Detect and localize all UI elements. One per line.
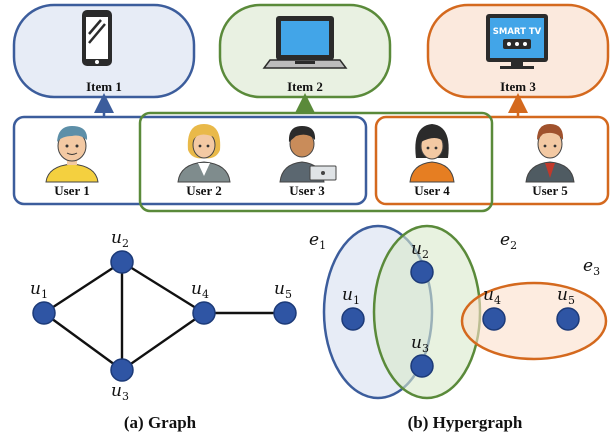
hypergraph-node-u1 [341,307,365,331]
smartphone-icon [82,10,112,66]
hypergraph-node-u3 [410,354,434,378]
user-2-label: User 2 [186,183,222,198]
graph-node-u3 [110,358,134,382]
graph-label-u5: u5 [274,279,292,301]
user-3: User 3 [279,126,337,198]
graph-label-u1: u1 [30,279,48,301]
hypergraph-label-u1: u1 [342,285,360,307]
graph-edge-u2-u4 [121,260,205,315]
graph-panel: u1 u2 u3 u4 u5 (a) Graph [30,228,297,432]
hyperedge-label-e3: e3 [583,256,600,278]
item-1-label: Item 1 [86,79,122,94]
graph-label-u3: u3 [111,381,129,403]
user-group-item-1 [12,115,368,206]
hypergraph-node-u2 [410,260,434,284]
user-5-label: User 5 [532,183,568,198]
user-avatar-icon [45,126,99,183]
graph-caption: (a) Graph [124,413,197,432]
user-5: User 5 [525,124,575,198]
graph-label-u2: u2 [111,228,129,250]
smart-tv-icon: SMART TV [486,14,548,69]
hypergraph-node-u5 [556,307,580,331]
graph-node-u1 [32,301,56,325]
hypergraph-label-u5: u5 [557,285,575,307]
hypergraph-label-u3: u3 [411,333,429,355]
user-4: User 4 [409,124,455,198]
item-box-2: Item 2 [218,3,392,99]
hyperedge-label-e2: e2 [500,230,517,252]
user-avatar-icon [409,124,455,183]
graph-node-u2 [110,250,134,274]
user-1-label: User 1 [54,183,90,198]
item-box-1: Item 1 [12,3,196,99]
hypergraph-caption: (b) Hypergraph [408,413,523,432]
laptop-icon [262,16,348,69]
tv-screen-text: SMART TV [493,27,542,37]
user-group-item-2 [138,111,494,213]
user-avatar-icon [279,126,337,183]
user-1: User 1 [45,126,99,198]
item-2-label: Item 2 [287,79,323,94]
user-4-label: User 4 [414,183,450,198]
hyperedge-label-e1: e1 [309,230,326,252]
user-2: User 2 [177,124,231,198]
hypergraph-label-u2: u2 [411,239,429,261]
graph-edge-u1-u3 [43,312,123,371]
item-3-label: Item 3 [500,79,536,94]
graph-node-u4 [192,301,216,325]
hypergraph-node-u4 [482,307,506,331]
user-avatar-icon [177,124,231,183]
hypergraph-panel: u1 u2 u3 u4 u5 e1 e2 e3 (b) Hypergraph [309,224,608,432]
hyperedge-e3 [460,281,608,361]
item-box-3: SMART TV Item 3 [426,3,610,99]
user-3-label: User 3 [289,183,325,198]
user-avatar-icon [525,124,575,183]
graph-edge-u3-u4 [121,312,205,371]
graph-edge-u1-u2 [43,260,123,315]
graph-node-u5 [273,301,297,325]
hypergraph-label-u4: u4 [483,285,501,307]
graph-label-u4: u4 [191,279,209,301]
